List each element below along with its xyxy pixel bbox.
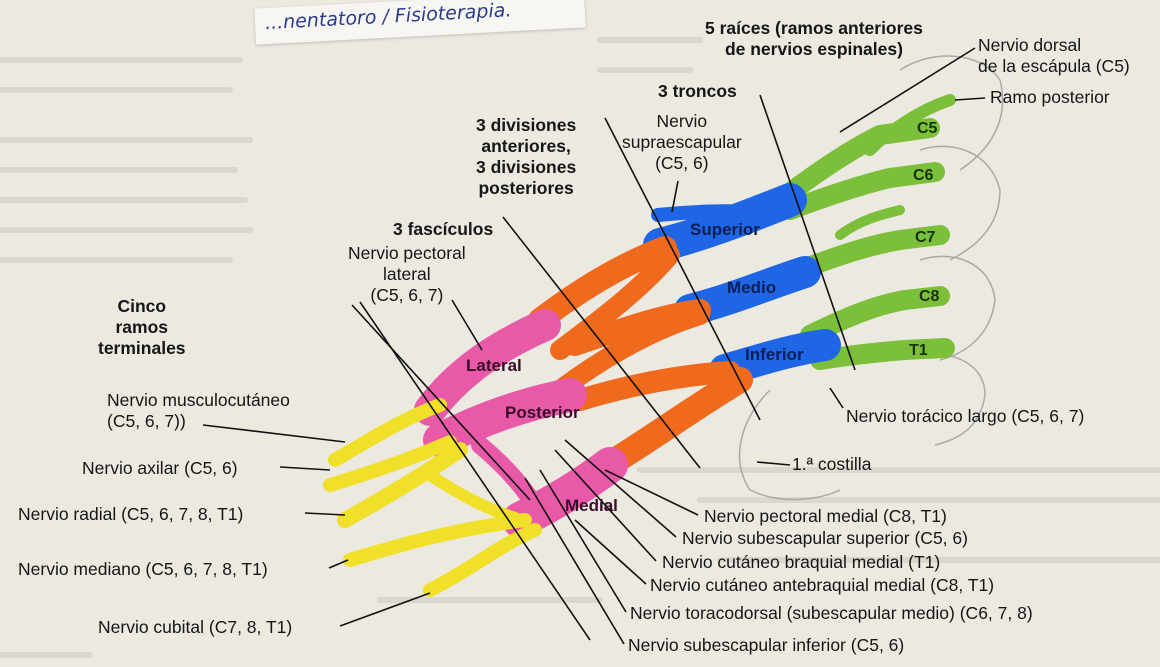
trunk-label-medio: Medio — [727, 278, 776, 298]
header-divisions: 3 divisiones anteriores, 3 divisiones po… — [476, 115, 576, 199]
root-branch-small — [840, 210, 900, 235]
suprascapular-branch — [658, 211, 745, 215]
label-subescapular-superior: Nervio subescapular superior (C5, 6) — [682, 528, 968, 549]
label-subescapular-inferior: Nervio subescapular inferior (C5, 6) — [628, 635, 904, 656]
trunk-label-superior: Superior — [690, 220, 760, 240]
root-label-c7: C7 — [915, 229, 935, 247]
label-cubital: Nervio cubital (C7, 8, T1) — [98, 617, 292, 638]
label-pectoral-lateral: Nervio pectoral lateral (C5, 6, 7) — [348, 243, 466, 306]
header-trunks: 3 troncos — [658, 81, 737, 102]
cord-label-medial: Medial — [565, 496, 618, 516]
label-mediano: Nervio mediano (C5, 6, 7, 8, T1) — [18, 559, 268, 580]
header-roots: 5 raíces (ramos anteriores de nervios es… — [705, 18, 923, 60]
label-cutaneo-antebraquial: Nervio cutáneo antebraquial medial (C8, … — [650, 575, 994, 596]
header-terminals: Cinco ramos terminales — [98, 296, 186, 359]
label-dorsal-scapular: Nervio dorsal de la escápula (C5) — [978, 35, 1130, 77]
header-fascicles: 3 fascículos — [393, 219, 493, 240]
divisions — [540, 248, 740, 470]
label-toracodorsal: Nervio toracodorsal (subescapular medio)… — [630, 603, 1033, 624]
root-label-c8: C8 — [919, 288, 939, 306]
cord-label-posterior: Posterior — [505, 403, 580, 423]
label-suprascapular: Nervio supraescapular (C5, 6) — [622, 111, 742, 174]
root-label-c6: C6 — [913, 167, 933, 185]
root-label-t1: T1 — [909, 342, 928, 360]
label-ramo-posterior: Ramo posterior — [990, 87, 1110, 108]
label-axilar: Nervio axilar (C5, 6) — [82, 458, 238, 479]
label-radial: Nervio radial (C5, 6, 7, 8, T1) — [18, 504, 243, 525]
trunk-label-inferior: Inferior — [745, 345, 804, 365]
label-pectoral-medial: Nervio pectoral medial (C8, T1) — [704, 506, 947, 527]
label-toracico-largo: Nervio torácico largo (C5, 6, 7) — [846, 406, 1084, 427]
cord-label-lateral: Lateral — [466, 356, 522, 376]
label-musculocutaneo: Nervio musculocutáneo (C5, 6, 7)) — [107, 390, 290, 432]
root-label-c5: C5 — [917, 120, 937, 138]
label-cutaneo-braquial: Nervio cutáneo braquial medial (T1) — [662, 552, 940, 573]
label-primera-costilla: 1.ª costilla — [792, 454, 871, 475]
